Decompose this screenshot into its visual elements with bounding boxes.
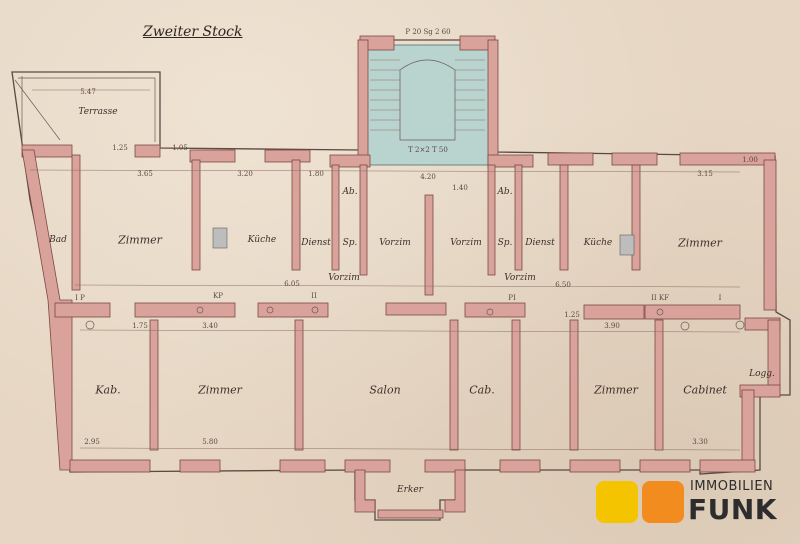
room-dienst-right: Dienst <box>525 238 555 248</box>
room-cabinet: Cabinet <box>683 383 727 397</box>
dim-17: 2.95 <box>84 438 100 446</box>
room-ab-left: Ab. <box>342 187 358 197</box>
room-zimmer-left: Zimmer <box>118 233 162 247</box>
room-terrasse: Terrasse <box>78 107 118 117</box>
dim-13: 3.40 <box>202 322 218 330</box>
room-ab-right: Ab. <box>497 187 513 197</box>
dim-1: 5.47 <box>80 88 96 96</box>
dim-5: 1.80 <box>308 170 324 178</box>
dim-11: 6.05 <box>284 280 300 288</box>
room-zimmer-bottom-left: Zimmer <box>198 383 242 397</box>
dim-8: 3.65 <box>137 170 153 178</box>
room-kuche-left: Küche <box>247 235 277 245</box>
dim-4: 3.20 <box>237 170 253 178</box>
room-kuche-right: Küche <box>583 238 613 248</box>
room-bad: Bad <box>49 235 67 245</box>
room-vorzim-hall-left: Vorzim <box>328 273 360 283</box>
logo-yellow-square <box>596 481 638 523</box>
mark-1: I P <box>75 294 85 302</box>
room-salon: Salon <box>369 383 401 397</box>
room-vorzim-left: Vorzim <box>379 238 411 248</box>
dim-18: 1.25 <box>564 311 580 319</box>
logo-wordmark: FUNK <box>688 493 777 526</box>
stair-label: T 2×2 T 50 <box>408 146 448 154</box>
room-zimmer-bottom-right: Zimmer <box>594 383 638 397</box>
room-kab: Kab. <box>95 383 121 397</box>
room-vorzim-hall-right: Vorzim <box>504 273 536 283</box>
stair-width-note: P 20 Sg 2 60 <box>405 28 451 36</box>
logo-tagline: IMMOBILIEN <box>690 479 774 494</box>
dim-10: 1.00 <box>742 156 758 164</box>
room-sp-right: Sp. <box>497 238 513 248</box>
room-loggia: Logg. <box>749 369 775 379</box>
dim-12: 1.75 <box>132 322 148 330</box>
room-cab: Cab. <box>469 383 495 397</box>
immobilien-funk-logo: IMMOBILIEN FUNK <box>596 479 788 529</box>
mark-4: PI <box>508 294 516 302</box>
dim-19: 6.50 <box>555 281 571 289</box>
logo-orange-square <box>642 481 684 523</box>
mark-2: KP <box>213 292 223 300</box>
room-dienst-left: Dienst <box>301 238 331 248</box>
dim-9: 3.15 <box>697 170 713 178</box>
room-sp-left: Sp. <box>342 238 358 248</box>
room-vorzim-right: Vorzim <box>450 238 482 248</box>
mark-5: II KF <box>651 294 669 302</box>
mark-3: II <box>311 292 317 300</box>
mark-6: I <box>718 294 722 302</box>
stair-core <box>364 44 491 166</box>
dim-3: 1.05 <box>172 144 188 152</box>
room-erker: Erker <box>397 485 423 495</box>
dim-7: 1.40 <box>452 184 468 192</box>
room-zimmer-right: Zimmer <box>678 236 722 250</box>
dim-6: 4.20 <box>420 173 436 181</box>
plan-title: Zweiter Stock <box>143 24 243 40</box>
dim-16: 3.30 <box>692 438 708 446</box>
dim-14: 5.80 <box>202 438 218 446</box>
dim-2: 1.25 <box>112 144 128 152</box>
dim-15: 3.90 <box>604 322 620 330</box>
